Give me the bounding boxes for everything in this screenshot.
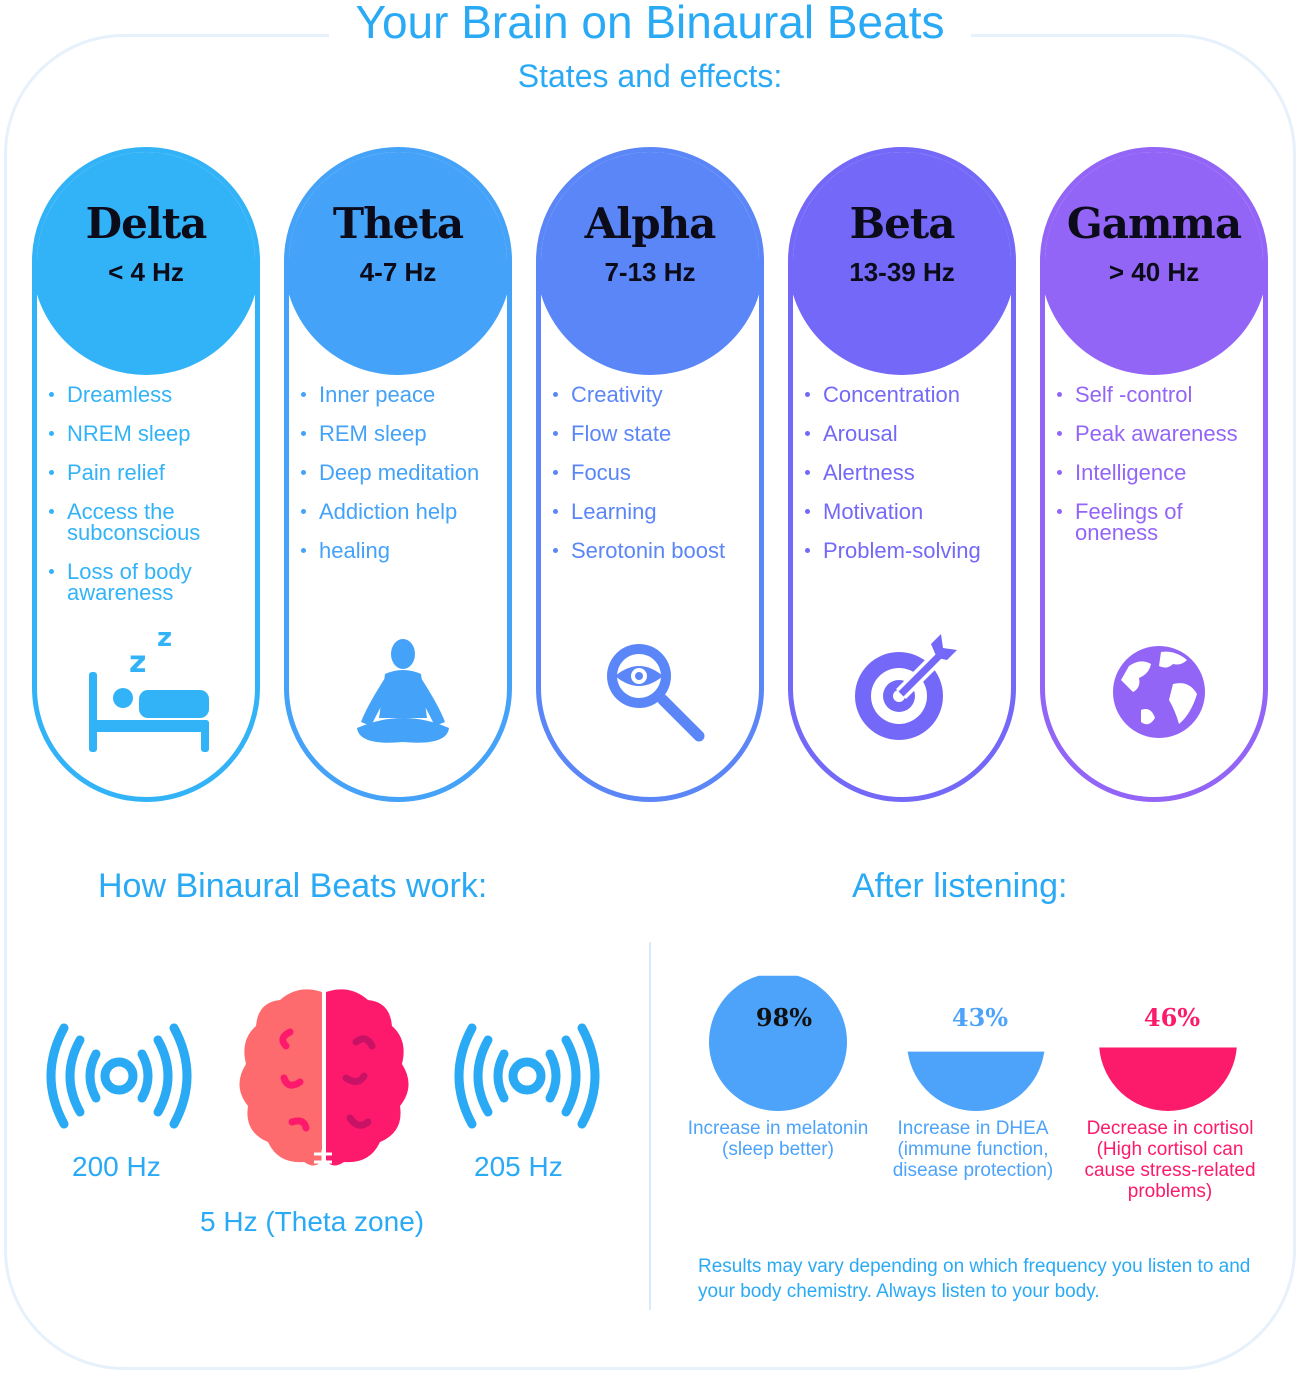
effect-item: Loss of body awareness (47, 561, 255, 604)
effect-item: Focus (551, 462, 759, 484)
stat-label-line: Increase in DHEA (897, 1118, 1049, 1139)
stat-label-line: (High cortisol can (1096, 1139, 1244, 1160)
effect-item: healing (299, 540, 507, 562)
effect-item: Creativity (551, 384, 759, 406)
effect-item: Problem-solving (803, 540, 1011, 562)
state-card-theta: Theta 4-7 Hz Inner peace REM sleep Deep … (284, 147, 512, 802)
state-frequency: > 40 Hz (1108, 257, 1200, 287)
stat-label-line: Decrease in cortisol (1086, 1118, 1254, 1139)
after-listening-title: After listening: (852, 867, 1068, 905)
effect-item: Peak awareness (1055, 423, 1263, 445)
state-name: Gamma (1066, 199, 1242, 248)
effects-list: Self -control Peak awareness Intelligenc… (1055, 384, 1263, 561)
stat-label-line: (immune function, (897, 1139, 1049, 1160)
stat-fill (1099, 1047, 1237, 1111)
stat-value-melatonin: 98% (755, 1003, 813, 1032)
state-frequency: 13-39 Hz (849, 257, 955, 287)
how-it-works-title: How Binaural Beats work: (98, 867, 488, 905)
svg-text:z: z (129, 645, 146, 680)
results-disclaimer: Results may vary depending on which freq… (698, 1256, 1251, 1302)
effect-item: Self -control (1055, 384, 1263, 406)
state-card-alpha: Alpha 7-13 Hz Creativity Flow state Focu… (536, 147, 764, 802)
effect-item: Intelligence (1055, 462, 1263, 484)
state-frequency: 7-13 Hz (604, 257, 696, 287)
sleeping-in-bed-icon: z z (89, 623, 209, 752)
stat-label-melatonin: Increase in melatonin (sleep better) (668, 1118, 888, 1160)
state-name: Delta (85, 199, 208, 248)
effect-item: Pain relief (47, 462, 255, 484)
effects-list: Inner peace REM sleep Deep meditation Ad… (299, 384, 507, 579)
right-soundwave-icon (454, 1023, 600, 1129)
stat-value-dhea: 43% (951, 1003, 1009, 1032)
stat-label-line: (sleep better) (722, 1139, 834, 1160)
effect-item: REM sleep (299, 423, 507, 445)
effect-item: Addiction help (299, 501, 507, 523)
stat-value-cortisol: 46% (1143, 1003, 1201, 1032)
state-name: Theta (332, 199, 464, 248)
effect-item: Flow state (551, 423, 759, 445)
effect-item: Access the subconscious (47, 501, 255, 544)
effect-item: Deep meditation (299, 462, 507, 484)
stat-label-line: cause stress-related (1084, 1160, 1256, 1181)
state-card-delta: Delta < 4 Hz Dreamless NREM sleep Pain r… (32, 147, 260, 802)
stat-gauge-cortisol (1099, 1047, 1237, 1111)
effect-item: Learning (551, 501, 759, 523)
state-header: Gamma > 40 Hz (1045, 152, 1263, 375)
eye-magnifier-icon (607, 644, 705, 742)
state-name: Beta (849, 199, 956, 248)
state-header: Beta 13-39 Hz (793, 152, 1011, 375)
beat-frequency-result: 5 Hz (Theta zone) (200, 1206, 425, 1237)
effects-list: Creativity Flow state Focus Learning Ser… (551, 384, 759, 579)
page-title: Your Brain on Binaural Beats (0, 0, 1300, 50)
brain-icon (239, 989, 409, 1170)
section-divider (649, 942, 651, 1310)
stat-label-line: disease protection) (892, 1160, 1054, 1181)
state-card-gamma: Gamma > 40 Hz Self -control Peak awarene… (1040, 147, 1268, 802)
state-name: Alpha (584, 199, 717, 248)
state-header: Theta 4-7 Hz (289, 152, 507, 375)
effects-list: Concentration Arousal Alertness Motivati… (803, 384, 1011, 579)
globe-icon (1113, 646, 1205, 738)
effect-item: Feelings of oneness (1055, 501, 1263, 544)
right-frequency-label: 205 Hz (474, 1151, 563, 1182)
effect-item: Concentration (803, 384, 1011, 406)
target-arrow-icon (855, 634, 957, 740)
effect-item: Serotonin boost (551, 540, 759, 562)
stat-label-dhea: Increase in DHEA (immune function, disea… (866, 1118, 1080, 1181)
left-soundwave-icon (46, 1023, 192, 1129)
state-card-beta: Beta 13-39 Hz Concentration Arousal Aler… (788, 147, 1016, 802)
state-frequency: < 4 Hz (108, 257, 184, 287)
stat-label-cortisol: Decrease in cortisol (High cortisol can … (1062, 1118, 1278, 1202)
stat-label-line: Increase in melatonin (687, 1118, 869, 1139)
stat-label-line: problems) (1127, 1181, 1213, 1202)
effect-item: Arousal (803, 423, 1011, 445)
stat-gauge-melatonin (709, 975, 847, 1111)
state-frequency: 4-7 Hz (359, 257, 437, 287)
state-header: Alpha 7-13 Hz (541, 152, 759, 375)
meditation-icon (357, 639, 449, 743)
effect-item: Motivation (803, 501, 1011, 523)
effects-list: Dreamless NREM sleep Pain relief Access … (47, 384, 255, 621)
effect-item: Inner peace (299, 384, 507, 406)
svg-text:z: z (157, 623, 172, 653)
effect-item: Alertness (803, 462, 1011, 484)
state-header: Delta < 4 Hz (37, 152, 255, 375)
effect-item: NREM sleep (47, 423, 255, 445)
stat-fill (907, 1051, 1045, 1111)
left-frequency-label: 200 Hz (72, 1151, 161, 1182)
page-subtitle: States and effects: (517, 58, 783, 94)
effect-item: Dreamless (47, 384, 255, 406)
stat-gauge-dhea (907, 1051, 1045, 1111)
stat-fill (709, 975, 847, 1111)
